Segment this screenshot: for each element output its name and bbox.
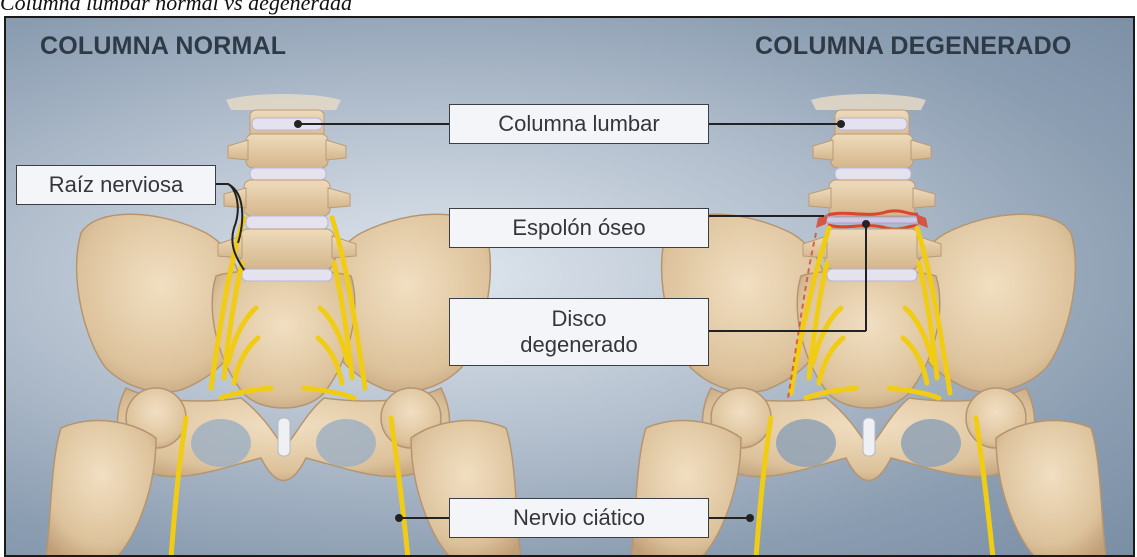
label-columna-lumbar: Columna lumbar (449, 104, 709, 144)
label-espolon-oseo: Espolón óseo (449, 208, 709, 248)
label-disco-degenerado: Disco degenerado (449, 298, 709, 366)
figure-caption: Columna lumbar normal vs degenerada (0, 0, 352, 16)
heading-normal-spine: COLUMNA NORMAL (40, 32, 286, 61)
label-disco-degenerado-line1: Disco (551, 306, 606, 332)
heading-degenerated-spine: COLUMNA DEGENERADO (755, 32, 1072, 61)
label-nervio-ciatico: Nervio ciático (449, 498, 709, 538)
normal-lumbar-spine (218, 94, 356, 281)
label-disco-degenerado-line2: degenerado (520, 332, 637, 358)
label-raiz-nerviosa: Raíz nerviosa (16, 165, 216, 205)
spine-illustration (6, 18, 1133, 555)
illustration-panel: COLUMNA NORMAL COLUMNA DEGENERADO Column… (4, 16, 1135, 557)
